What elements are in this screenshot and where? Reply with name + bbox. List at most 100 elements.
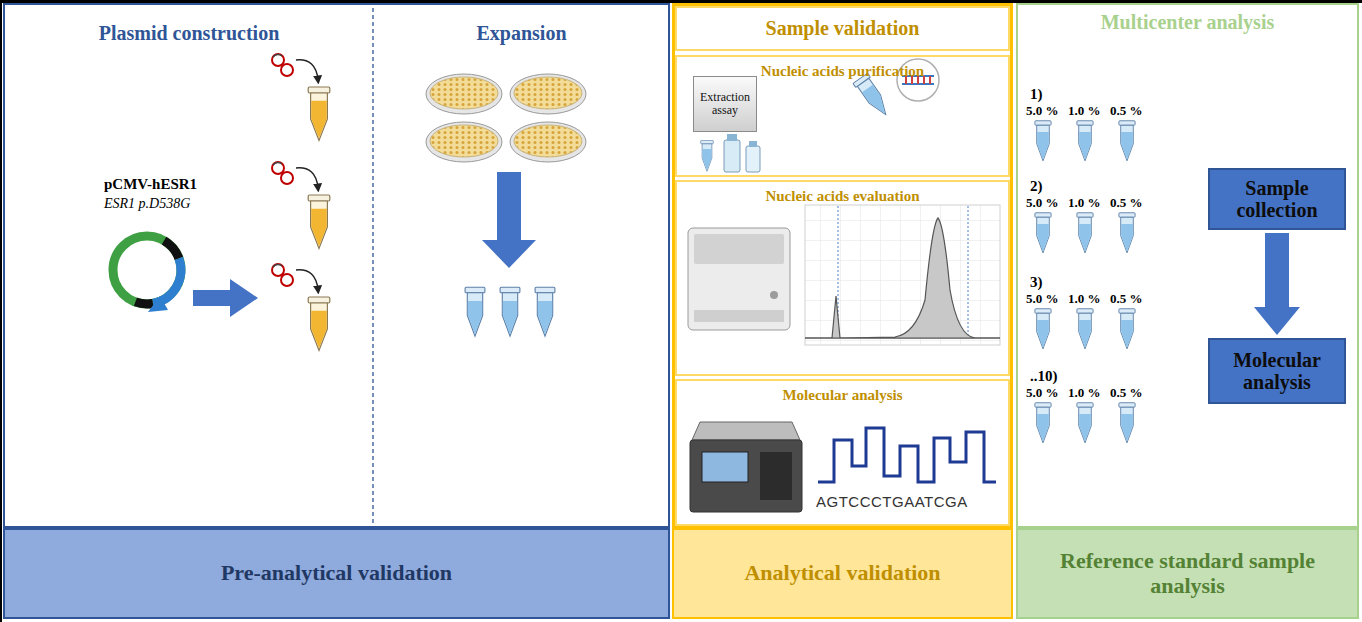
box-label: Sample collection	[1215, 177, 1339, 222]
filled-box: Molecular analysis	[1208, 338, 1346, 404]
section-heading: Nucleic acids purification	[761, 63, 924, 80]
block-arrow	[193, 279, 258, 317]
sample-label: 5.0 %	[1026, 196, 1059, 210]
chromatogram	[818, 428, 996, 482]
expanded-tubes	[535, 287, 555, 336]
petri-dishes	[426, 74, 586, 162]
electropherogram	[805, 205, 1000, 345]
plasmid-map	[113, 236, 181, 304]
sample-label: 2)	[1030, 178, 1043, 195]
box-label: Extraction assay	[699, 91, 751, 118]
plasmid-map	[113, 236, 181, 312]
block-arrow	[482, 172, 536, 268]
block-arrow	[193, 279, 258, 317]
expanded-tubes	[465, 287, 555, 336]
analyzer-instrument	[694, 234, 784, 264]
analyzer-instrument	[688, 228, 790, 330]
transformation	[272, 54, 293, 76]
sequencer	[702, 452, 748, 482]
transformation	[272, 264, 293, 286]
sample-label: 1.0 %	[1068, 196, 1101, 210]
transformation	[308, 87, 330, 140]
sample-label: 5.0 %	[1026, 386, 1059, 400]
electropherogram	[805, 205, 1000, 345]
transformation	[296, 168, 318, 188]
plasmid-label: ESR1 p.D538G	[104, 196, 190, 211]
box-label: Sample validation	[766, 17, 920, 39]
transformation	[272, 54, 330, 350]
sample-tubes	[1077, 309, 1093, 349]
sample-label: 3)	[1030, 274, 1043, 291]
plasmid-map	[164, 241, 179, 259]
sample-tubes	[1119, 121, 1135, 161]
sequence-text: AGTCCCTGAATCGA	[816, 494, 968, 511]
sequencer	[690, 440, 802, 512]
sample-tubes	[1119, 309, 1135, 349]
plasmid-map	[148, 296, 168, 312]
expanded-tubes	[465, 287, 485, 336]
sequencer	[692, 422, 800, 440]
sample-tubes	[1035, 121, 1051, 161]
extraction-kit	[746, 146, 760, 172]
box-label: Reference standard sample analysis	[1023, 549, 1352, 598]
sample-label: 0.5 %	[1110, 104, 1143, 118]
sample-tubes	[1035, 403, 1051, 443]
filled-box: Analytical validation	[672, 528, 1013, 619]
panel-box: Plasmid constructionExpansion	[3, 3, 670, 528]
tube-and-dna	[853, 73, 893, 120]
box-label: Molecular analysis	[1215, 349, 1339, 394]
extraction-kit	[701, 134, 760, 172]
top-rule	[0, 0, 2, 622]
sample-label: 1.0 %	[1068, 104, 1101, 118]
extraction-kit	[749, 141, 757, 147]
box-label: Pre-analytical validation	[221, 561, 452, 586]
sample-tubes	[1035, 309, 1051, 349]
sample-label: 0.5 %	[1110, 196, 1143, 210]
tube-and-dna	[853, 73, 893, 120]
transformation	[308, 195, 330, 248]
filled-box: Reference standard sample analysis	[1016, 528, 1359, 619]
filled-box: Sample collection	[1208, 168, 1346, 230]
section-heading: Multicenter analysis	[1101, 11, 1275, 33]
panel-box: Multicenter analysisSample collectionMol…	[1016, 3, 1359, 528]
section-box: Sample validation	[675, 6, 1010, 51]
box-label: Analytical validation	[744, 561, 940, 586]
filled-box: Pre-analytical validation	[3, 528, 670, 619]
transformation	[308, 297, 330, 350]
sample-label: 0.5 %	[1110, 292, 1143, 306]
section-divider	[373, 8, 374, 524]
sample-tubes	[1035, 213, 1051, 253]
section-box: Nucleic acids purificationExtraction ass…	[675, 55, 1010, 177]
petri-dishes	[426, 122, 502, 162]
chromatogram	[818, 428, 996, 482]
sample-label: 1.0 %	[1068, 292, 1101, 306]
electropherogram	[805, 218, 1000, 338]
sample-label: ..10)	[1030, 368, 1058, 385]
transformation	[296, 60, 318, 80]
section-box: Nucleic acids evaluation	[675, 180, 1010, 376]
sample-label: 5.0 %	[1026, 292, 1059, 306]
section-heading: Nucleic acids evaluation	[765, 188, 919, 205]
transformation	[296, 270, 318, 290]
sequencer	[760, 452, 792, 500]
petri-dishes	[426, 74, 502, 114]
petri-dishes	[510, 74, 586, 114]
block-arrow	[1254, 233, 1300, 335]
sample-label: 1)	[1030, 86, 1043, 103]
box-label: Expansion	[375, 22, 668, 44]
sequencer	[690, 422, 802, 512]
transformation	[272, 162, 293, 184]
plasmid-map	[135, 302, 153, 304]
sample-label: 1.0 %	[1068, 386, 1101, 400]
extraction-kit	[724, 140, 740, 172]
sample-tubes	[1077, 213, 1093, 253]
plasmid-label: pCMV-hESR1	[104, 176, 197, 193]
sample-label: 0.5 %	[1110, 386, 1143, 400]
extraction-kit	[701, 140, 714, 171]
analyzer-instrument	[770, 291, 778, 299]
analyzer-instrument	[694, 310, 784, 322]
sample-label: 5.0 %	[1026, 104, 1059, 118]
